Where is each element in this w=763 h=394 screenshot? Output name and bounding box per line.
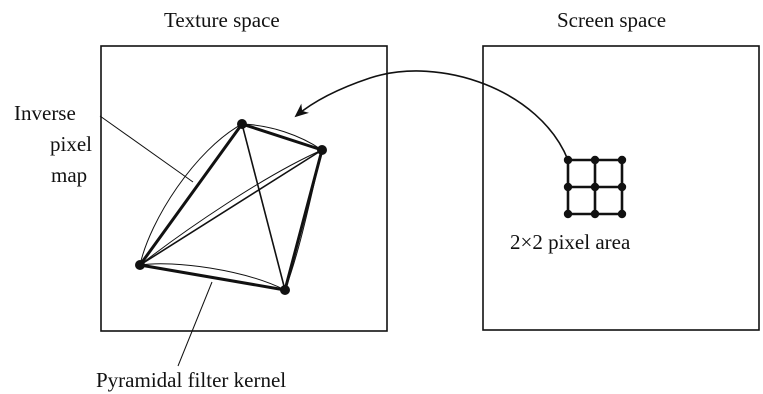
pixel-point — [590, 155, 600, 165]
kernel-vertices — [135, 119, 327, 295]
pixel-point — [617, 182, 627, 192]
inverse-pixel-map-label-line1: Inverse — [14, 101, 76, 125]
texture-space-title: Texture space — [164, 8, 280, 32]
inverse-pixel-map-label-line2: pixel — [50, 132, 92, 156]
kernel-vertex — [280, 285, 290, 295]
pixel-point — [563, 155, 573, 165]
screen-space-title: Screen space — [557, 8, 667, 32]
pyramidal-filter-kernel-label: Pyramidal filter kernel — [96, 368, 287, 392]
inverse-mapping-arrow — [294, 70, 569, 161]
inverse-pixel-map-leader — [99, 115, 194, 183]
pixel-point — [563, 182, 573, 192]
kernel-vertex — [237, 119, 247, 129]
pixel-point — [617, 209, 627, 219]
pixel-point — [590, 182, 600, 192]
kernel-vertex — [135, 260, 145, 270]
pixel-area-label: 2×2 pixel area — [510, 230, 631, 254]
screen-space-frame — [482, 45, 760, 331]
pixel-point — [590, 209, 600, 219]
kernel-vertex — [317, 145, 327, 155]
texture-space-frame — [100, 45, 388, 332]
kernel-diagonals — [139, 123, 323, 291]
pixel-point — [617, 155, 627, 165]
pixel-grid-points — [563, 155, 627, 219]
pyramidal-filter-kernel-leader — [177, 281, 213, 367]
pyramidal-filter-kernel-edges — [138, 122, 324, 292]
pixel-point — [563, 209, 573, 219]
inverse-pixel-map-label-line3: map — [51, 163, 88, 187]
